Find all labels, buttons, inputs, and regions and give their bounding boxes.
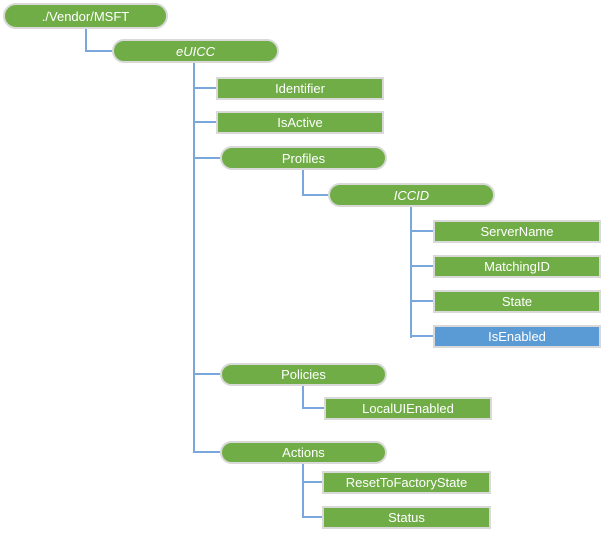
connector-stub-isactive: [193, 121, 216, 123]
node-profiles: Profiles: [220, 146, 387, 170]
node-actions: Actions: [220, 441, 387, 464]
connector-stub-policies: [193, 373, 220, 375]
connector-actions-trunk: [302, 464, 304, 518]
connector-stub-profiles: [193, 157, 220, 159]
connector-root-euicc-vertical: [85, 29, 87, 52]
connector-stub-resettofactorystate: [302, 481, 322, 483]
node-isactive: IsActive: [216, 111, 384, 134]
connector-stub-status: [302, 516, 322, 518]
connector-stub-actions: [193, 451, 220, 453]
node-status: Status: [322, 506, 491, 529]
connector-stub-matchingid: [410, 265, 433, 267]
connector-root-euicc-horizontal: [85, 50, 112, 52]
node-resettofactorystate: ResetToFactoryState: [322, 471, 491, 494]
connector-euicc-trunk: [193, 63, 195, 453]
node-policies: Policies: [220, 363, 387, 386]
node-servername: ServerName: [433, 220, 601, 243]
connector-policies-localui-horizontal: [302, 407, 324, 409]
connector-policies-localui-vertical: [302, 386, 304, 409]
node-euicc: eUICC: [112, 39, 279, 63]
connector-stub-identifier: [193, 87, 216, 89]
connector-stub-state: [410, 300, 433, 302]
node-state: State: [433, 290, 601, 313]
connector-stub-servername: [410, 230, 433, 232]
connector-profiles-iccid-horizontal: [302, 194, 328, 196]
node-localuienabled: LocalUIEnabled: [324, 397, 492, 420]
node-matchingid: MatchingID: [433, 255, 601, 278]
connector-profiles-iccid-vertical: [302, 170, 304, 196]
connector-stub-isenabled: [410, 335, 433, 337]
connector-iccid-trunk: [410, 207, 412, 338]
node-iccid: ICCID: [328, 183, 495, 207]
node-isenabled: IsEnabled: [433, 325, 601, 348]
node-identifier: Identifier: [216, 77, 384, 100]
node-vendor-msft: ./Vendor/MSFT: [3, 3, 168, 29]
